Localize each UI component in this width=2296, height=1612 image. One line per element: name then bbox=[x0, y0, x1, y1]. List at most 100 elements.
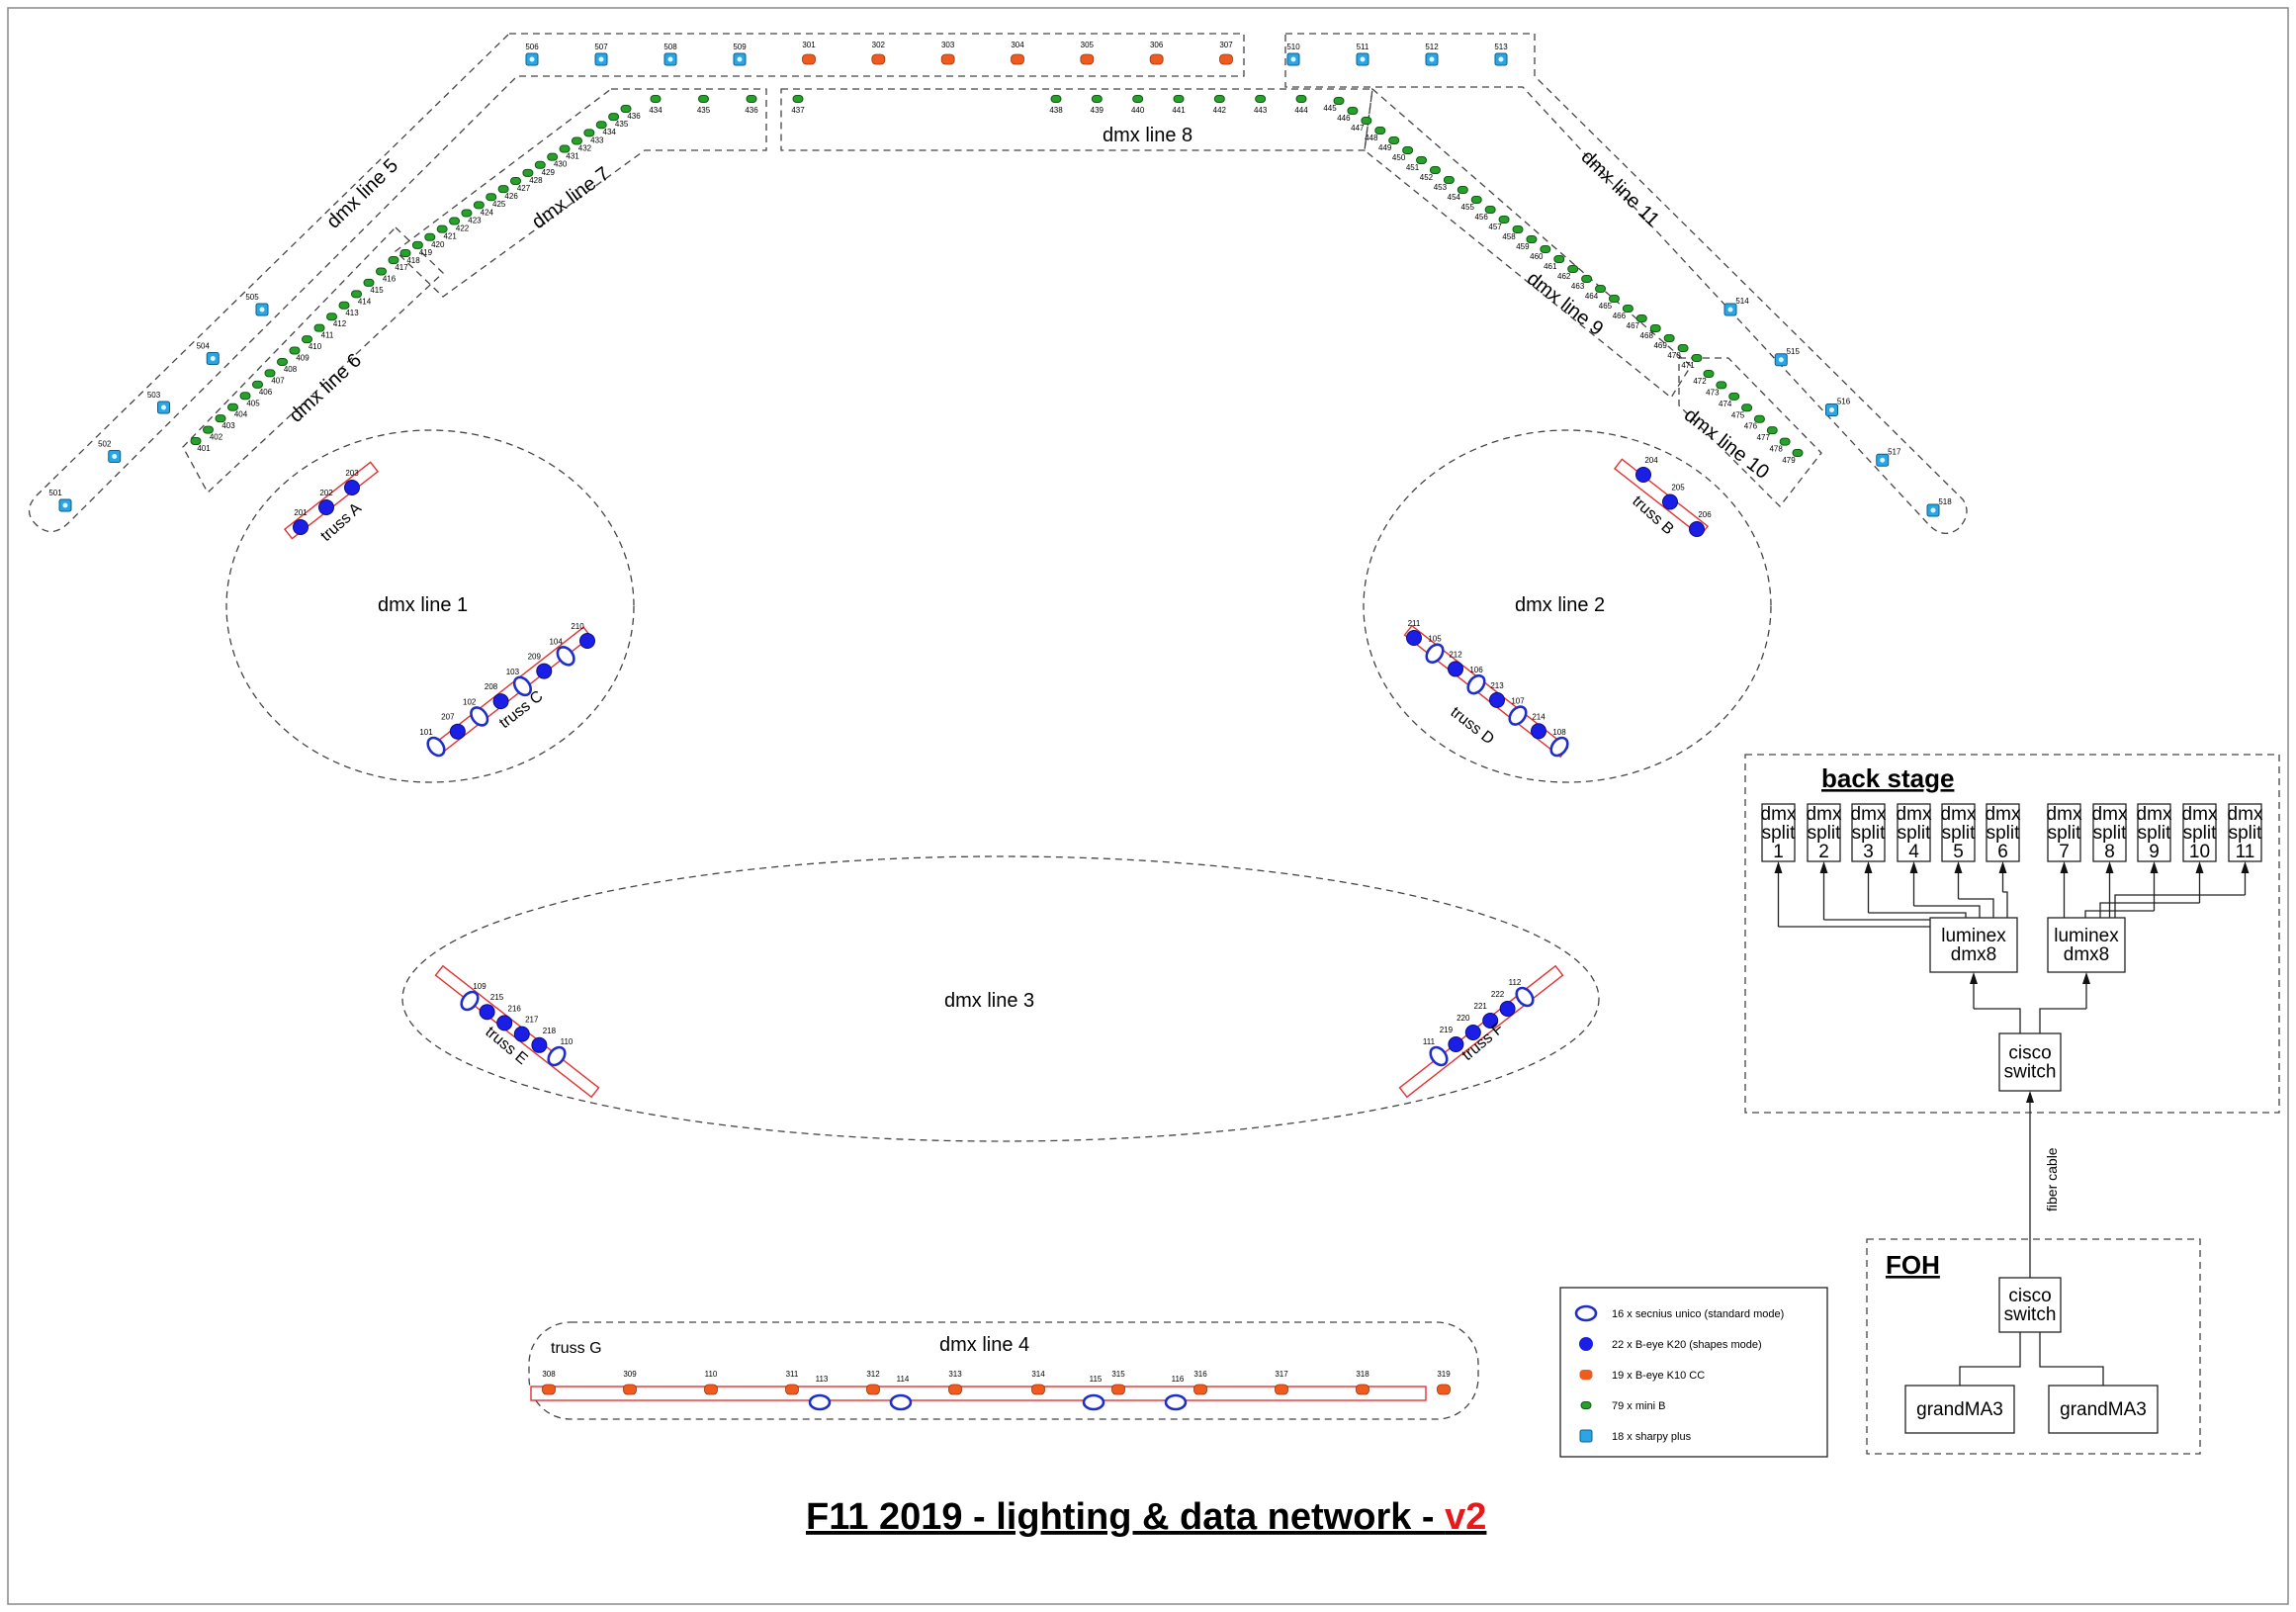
fixture-number: 221 bbox=[1474, 1002, 1488, 1011]
fixture-number: 432 bbox=[578, 143, 592, 152]
minib-fixture: 461 bbox=[1544, 255, 1565, 271]
minib-marker bbox=[1792, 449, 1804, 457]
unico-marker bbox=[1425, 643, 1445, 664]
k10-fixture: 110 bbox=[704, 1370, 718, 1395]
fixture-number: 220 bbox=[1457, 1014, 1470, 1023]
fixture-number: 308 bbox=[542, 1370, 556, 1379]
box-label: cisco bbox=[2008, 1286, 2051, 1306]
unico-marker bbox=[1082, 1393, 1105, 1411]
fixture-number: 219 bbox=[1440, 1026, 1454, 1034]
fixture-number: 210 bbox=[571, 622, 584, 631]
sharpy-fixture: 511 bbox=[1356, 43, 1369, 66]
fixture-number: 114 bbox=[897, 1375, 910, 1384]
fixture-number: 317 bbox=[1275, 1370, 1288, 1379]
arrow-head bbox=[2150, 861, 2159, 873]
zone-outline-line1 bbox=[225, 429, 635, 783]
fixture-number: 452 bbox=[1420, 173, 1434, 182]
box-label: 4 bbox=[1908, 842, 1919, 862]
minib-fixture: 412 bbox=[326, 313, 347, 328]
sharpy-lens bbox=[259, 307, 265, 313]
fixture-number: 113 bbox=[816, 1375, 829, 1384]
minib-marker bbox=[1608, 295, 1620, 303]
k20-fixture: 211 bbox=[1406, 619, 1422, 646]
minib-fixture: 452 bbox=[1420, 166, 1441, 182]
sharpy-lens bbox=[737, 56, 743, 62]
fixture-number: 423 bbox=[468, 216, 482, 224]
unico-marker bbox=[460, 990, 480, 1012]
minib-icon bbox=[1580, 1401, 1592, 1409]
fixture-number: 412 bbox=[333, 319, 347, 328]
fixture-number: 104 bbox=[549, 637, 563, 646]
page-title: F11 2019 - lighting & data network - v2 bbox=[806, 1496, 1486, 1538]
k20-icon bbox=[1579, 1337, 1593, 1351]
fixture-number: 503 bbox=[147, 391, 161, 400]
fixture-number: 419 bbox=[419, 248, 433, 257]
minib-marker bbox=[620, 105, 632, 113]
legend-text: 22 x B-eye K20 (shapes mode) bbox=[1612, 1339, 1762, 1351]
minib-fixture: 448 bbox=[1365, 127, 1386, 142]
fixture-number: 212 bbox=[1449, 650, 1462, 659]
minib-fixture: 421 bbox=[436, 224, 457, 241]
arrow-head bbox=[1774, 861, 1783, 873]
k10-icon bbox=[1579, 1370, 1593, 1380]
k20-marker bbox=[1406, 630, 1422, 646]
unico-marker bbox=[547, 1045, 567, 1067]
minib-fixture: 444 bbox=[1294, 95, 1308, 115]
sharpy-fixture: 507 bbox=[594, 43, 608, 66]
sharpy-fixture: 506 bbox=[525, 43, 539, 66]
box-label: split bbox=[1942, 823, 1977, 844]
box-label: split bbox=[2138, 823, 2172, 844]
minib-fixture: 447 bbox=[1351, 117, 1372, 133]
unico-marker bbox=[808, 1393, 832, 1411]
zone-outline-backstage bbox=[1744, 754, 2280, 1114]
minib-fixture: 415 bbox=[363, 278, 384, 295]
fixture-number: 436 bbox=[627, 112, 641, 121]
legend-item: 22 x B-eye K20 (shapes mode) bbox=[1579, 1337, 1762, 1351]
k10-marker bbox=[1031, 1384, 1045, 1395]
box-label: split bbox=[1898, 823, 1932, 844]
grandma3-box: grandMA3 bbox=[1904, 1385, 2015, 1434]
fixture-number: 417 bbox=[395, 263, 408, 272]
k10-fixture: 314 bbox=[1031, 1370, 1045, 1395]
sharpy-lens bbox=[112, 454, 118, 459]
minib-fixture: 477 bbox=[1757, 426, 1778, 442]
fixture-number: 460 bbox=[1530, 252, 1544, 261]
fixture-number: 205 bbox=[1671, 484, 1685, 493]
minib-fixture: 411 bbox=[313, 323, 334, 340]
minib-fixture: 467 bbox=[1627, 314, 1647, 330]
unico-fixture: 114 bbox=[889, 1375, 913, 1411]
minib-marker bbox=[1540, 245, 1551, 253]
k20-marker bbox=[449, 723, 466, 740]
minib-fixture: 410 bbox=[302, 335, 322, 351]
unico-fixture: 101 bbox=[419, 728, 446, 758]
arrow-head bbox=[2082, 972, 2090, 984]
legend-text: 18 x sharpy plus bbox=[1612, 1431, 1692, 1443]
fixture-number: 204 bbox=[1644, 456, 1658, 465]
minib-marker bbox=[1132, 95, 1144, 103]
fixture-number: 447 bbox=[1351, 124, 1365, 133]
minib-marker bbox=[583, 129, 595, 137]
fixture-number: 108 bbox=[1552, 728, 1566, 737]
k20-fixture: 207 bbox=[441, 713, 466, 740]
minib-fixture: 478 bbox=[1769, 437, 1791, 454]
sharpy-fixture: 505 bbox=[245, 293, 269, 316]
minib-fixture: 475 bbox=[1731, 403, 1753, 419]
fixture-number: 511 bbox=[1357, 43, 1369, 51]
fixture-number: 116 bbox=[1172, 1375, 1185, 1384]
fixture-number: 518 bbox=[1938, 497, 1952, 506]
minib-fixture: 428 bbox=[522, 168, 543, 185]
k20-fixture: 203 bbox=[344, 469, 360, 495]
minib-fixture: 472 bbox=[1693, 370, 1715, 386]
arrow-head bbox=[1864, 861, 1873, 873]
minib-fixture: 454 bbox=[1448, 186, 1468, 202]
minib-marker bbox=[1595, 285, 1607, 293]
k10-fixture: 316 bbox=[1193, 1370, 1207, 1395]
box-label: 6 bbox=[1997, 842, 2008, 862]
minib-marker bbox=[338, 301, 350, 310]
minib-marker bbox=[1728, 392, 1740, 401]
fixture-number: 115 bbox=[1090, 1375, 1103, 1384]
minib-fixture: 441 bbox=[1172, 95, 1186, 115]
